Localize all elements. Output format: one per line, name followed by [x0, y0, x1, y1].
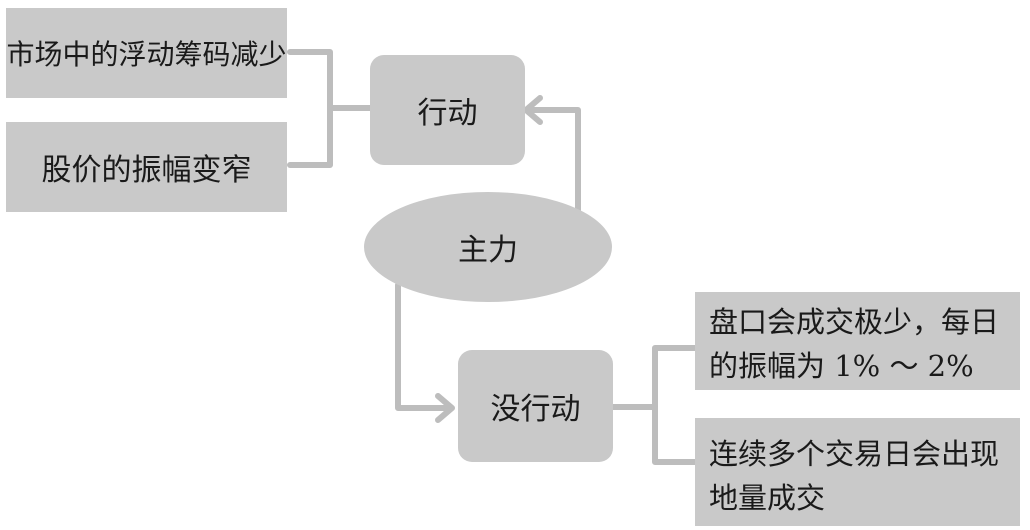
node-action: 行动 [370, 55, 525, 165]
node-main-force-label: 主力 [458, 233, 518, 268]
node-low-volume-text: 盘口会成交极少，每日 的振幅为 1% ～ 2% [709, 300, 999, 388]
node-consecutive-text: 连续多个交易日会出现 地量成交 [709, 432, 999, 520]
connector-main-to-action [525, 107, 581, 213]
node-consecutive-line-1: 连续多个交易日会出现 [709, 437, 1000, 471]
connector-noaction-to-lowvolume [609, 345, 698, 410]
node-action-label: 行动 [417, 96, 478, 131]
arrow-head-noaction [435, 393, 455, 423]
node-chips-decrease: 市场中的浮动筹码减少 [6, 8, 287, 98]
node-amplitude-narrow: 股价的振幅变窄 [6, 122, 287, 212]
arrow-head-action [523, 95, 543, 125]
node-low-volume-line-1: 盘口会成交极少，每日 [709, 305, 1000, 339]
node-consecutive: 连续多个交易日会出现 地量成交 [695, 418, 1020, 526]
node-consecutive-line-2: 地量成交 [709, 481, 826, 515]
connector-main-to-noaction [395, 282, 453, 411]
connector-action-to-chips [287, 49, 373, 111]
node-amplitude-narrow-label: 股价的振幅变窄 [41, 153, 252, 188]
node-no-action-label: 没行动 [490, 392, 581, 427]
node-chips-decrease-label: 市场中的浮动筹码减少 [6, 38, 287, 71]
connector-noaction-to-consecutive [652, 404, 698, 465]
connector-action-to-amplitude [287, 105, 333, 168]
node-low-volume-line-2: 的振幅为 1% ～ 2% [709, 349, 974, 383]
node-main-force: 主力 [364, 192, 612, 302]
node-no-action: 没行动 [458, 350, 613, 462]
node-low-volume: 盘口会成交极少，每日 的振幅为 1% ～ 2% [695, 292, 1020, 390]
